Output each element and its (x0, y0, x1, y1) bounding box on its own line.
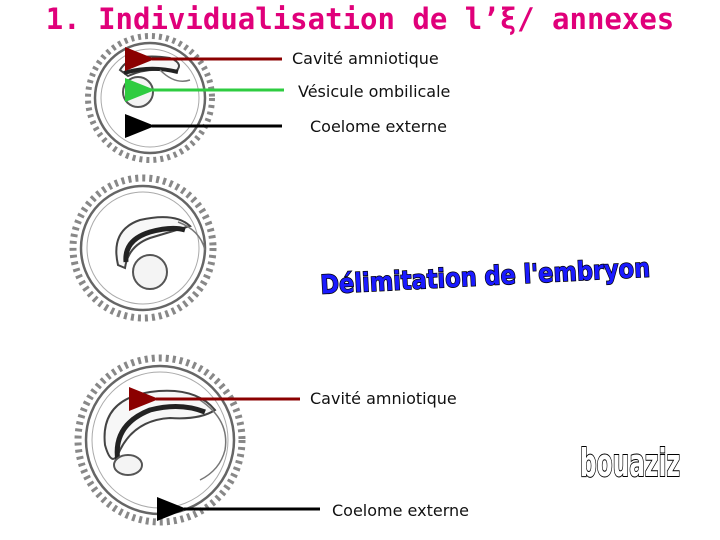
signature-logo: bouaziz (579, 440, 681, 486)
signature-text: bouaziz (580, 441, 680, 485)
page-title: 1. Individualisation de l’ξ/ annexes (45, 2, 675, 36)
label-amniotic-cavity-bottom: Cavité amniotique (310, 389, 457, 408)
label-coelom-top: Coelome externe (310, 117, 447, 136)
yolk-sac (113, 454, 143, 476)
chorion-villi-ring (74, 354, 246, 526)
yolk-sac (132, 254, 168, 290)
chorion-villi-ring (85, 33, 215, 163)
amniotic-cavity (103, 389, 217, 460)
embryo-stage-2 (69, 174, 217, 322)
chorion-villi-ring (69, 174, 217, 322)
embryo-stage-3 (74, 354, 246, 526)
embryo-stage-1 (85, 33, 215, 163)
embryonic-body (123, 225, 186, 263)
wordart-text: Délimitation de l'embryon (320, 254, 651, 297)
chorion (79, 184, 207, 312)
wordart-title: Délimitation de l'embryon (319, 253, 652, 297)
label-amniotic-cavity-top: Cavité amniotique (292, 49, 439, 68)
label-yolk-sac: Vésicule ombilicale (298, 82, 451, 101)
chorion (93, 41, 207, 155)
yolk-sac (122, 76, 154, 108)
label-coelom-bottom: Coelome externe (332, 501, 469, 520)
